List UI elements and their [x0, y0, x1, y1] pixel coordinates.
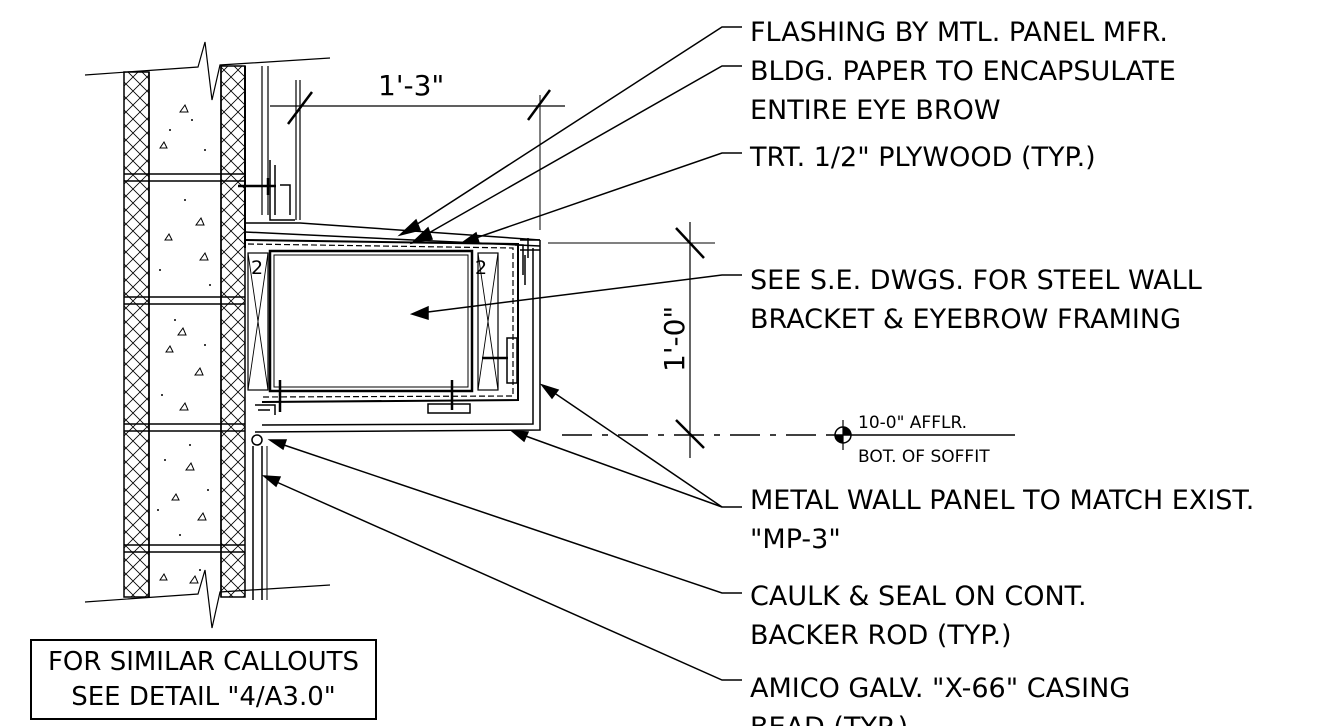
plywood-tag-left: 2 [251, 257, 263, 279]
note-casing-2: BEAD (TYP.) [750, 712, 908, 726]
width-dimension-label: 1'-3" [378, 69, 444, 102]
note-bldg-paper-2: ENTIRE EYE BROW [750, 95, 1001, 126]
note-flashing: FLASHING BY MTL. PANEL MFR. [750, 17, 1168, 48]
note-caulk-2: BACKER ROD (TYP.) [750, 620, 1012, 651]
width-dimension [270, 89, 565, 230]
elevation-top-label: 10-0" AFFLR. [858, 413, 967, 433]
eyebrow-body [244, 222, 541, 600]
note-steel-2: BRACKET & EYEBROW FRAMING [750, 304, 1181, 335]
note-plywood: TRT. 1/2" PLYWOOD (TYP.) [749, 142, 1096, 173]
callout-box-line-1: FOR SIMILAR CALLOUTS [47, 647, 360, 677]
break-line-top [84, 41, 331, 101]
note-caulk-1: CAULK & SEAL ON CONT. [750, 581, 1087, 612]
note-panel-1: METAL WALL PANEL TO MATCH EXIST. [750, 485, 1254, 516]
elevation-marker [562, 420, 1015, 450]
height-dimension-label: 1'-0" [658, 306, 691, 372]
upper-panel-system [238, 66, 301, 248]
elevation-bottom-label: BOT. OF SOFFIT [858, 447, 990, 467]
height-dimension [548, 222, 715, 458]
note-casing-1: AMICO GALV. "X-66" CASING [750, 673, 1130, 704]
callout-reference-box: FOR SIMILAR CALLOUTS SEE DETAIL "4/A3.0" [30, 639, 377, 720]
leader-lines [261, 26, 742, 681]
break-line-bottom [84, 569, 331, 629]
callout-box-line-2: SEE DETAIL "4/A3.0" [71, 682, 336, 712]
plywood-tag-right: 2 [475, 257, 487, 279]
note-bldg-paper-1: BLDG. PAPER TO ENCAPSULATE [750, 56, 1176, 87]
note-panel-2: "MP-3" [750, 524, 841, 555]
masonry-wall [123, 65, 246, 598]
note-steel-1: SEE S.E. DWGS. FOR STEEL WALL [750, 265, 1202, 296]
